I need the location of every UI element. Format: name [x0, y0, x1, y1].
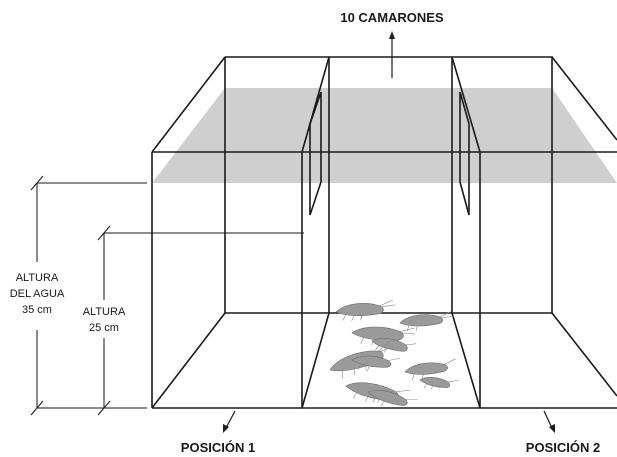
shrimp — [404, 358, 456, 381]
water-surface — [152, 88, 617, 183]
shrimp — [419, 377, 459, 390]
title-10-camarones: 10 CAMARONES — [340, 10, 444, 25]
left-door-panel — [309, 91, 322, 216]
position-2-arrow — [543, 410, 555, 433]
shrimp — [367, 390, 418, 406]
central-compartment — [301, 56, 481, 409]
position-1-arrow — [223, 410, 236, 433]
height-label-line2: 25 cm — [89, 322, 119, 334]
shrimp — [351, 326, 416, 346]
height-dimension — [97, 225, 304, 416]
up-arrow — [389, 31, 395, 78]
water-height-label-line1: ALTURA — [16, 272, 59, 284]
shrimp — [351, 355, 401, 372]
right-door-panel — [459, 91, 470, 216]
water-height-label-line2: DEL AGUA — [10, 288, 65, 300]
water-height-label-line3: 35 cm — [22, 304, 52, 316]
shrimp-group — [329, 299, 459, 406]
tank-outline — [151, 56, 617, 409]
height-label-line1: ALTURA — [83, 306, 126, 318]
position-2-label: POSICIÓN 2 — [526, 440, 600, 455]
shrimp — [371, 338, 417, 353]
water-height-dimension — [30, 175, 147, 416]
position-1-label: POSICIÓN 1 — [181, 440, 255, 455]
shrimp — [399, 311, 454, 332]
shrimp — [335, 299, 396, 322]
